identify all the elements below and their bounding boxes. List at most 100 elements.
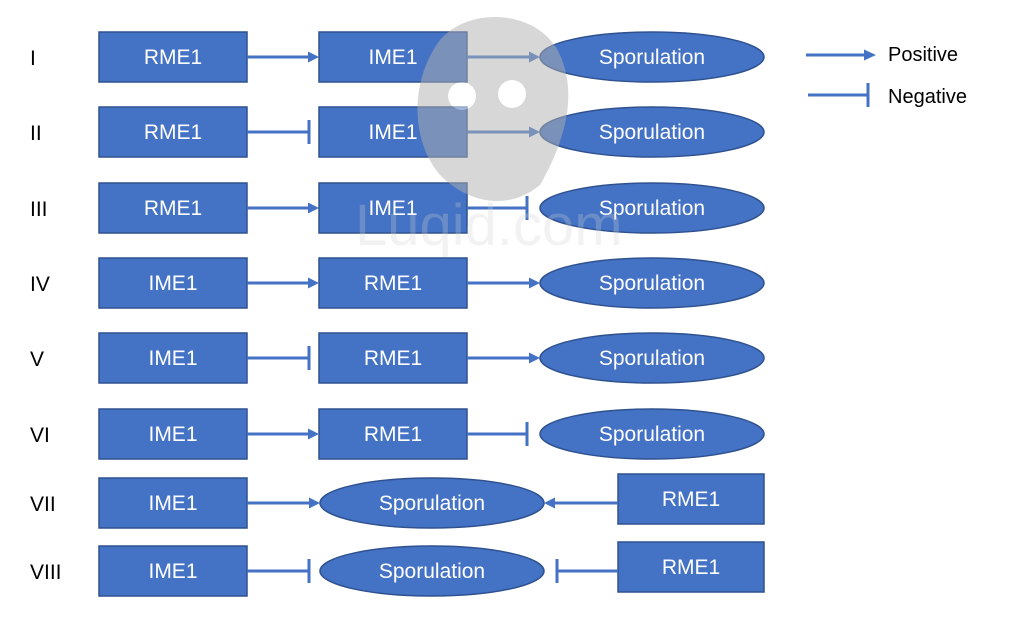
row-vii-node-3-label: RME1 [662, 488, 720, 511]
row-iv: IV IME1 RME1 Sporulation [30, 257, 765, 309]
legend-positive-label: Positive [888, 44, 958, 66]
legend-positive: Positive [806, 44, 958, 66]
row-iii-node-1: RME1 [98, 182, 248, 234]
row-iv-node-3: Sporulation [539, 257, 765, 309]
row-viii-label: VIII [30, 561, 62, 584]
row-vi-label: VI [30, 424, 50, 447]
row-vi: VI IME1 RME1 Sporulation [30, 408, 765, 460]
row-iv-node-1: IME1 [98, 257, 248, 309]
legend-negative: Negative [808, 83, 967, 108]
row-viii-node-1: IME1 [98, 545, 248, 597]
row-vi-edge-1 [247, 428, 319, 440]
row-v-node-2-label: RME1 [364, 347, 422, 370]
row-iv-node-1-label: IME1 [148, 272, 197, 295]
row-viii-node-3-shape [617, 541, 765, 593]
row-viii-edge-2 [555, 559, 618, 583]
row-vi-node-3-shape [539, 408, 765, 460]
row-v: V IME1 RME1 Sporulation [30, 332, 765, 384]
row-v-node-3-label: Sporulation [599, 347, 705, 370]
legend: Positive Negative [806, 44, 967, 108]
legend-negative-label: Negative [888, 86, 967, 108]
row-viii: VIII IME1 Sporulation RME1 [30, 541, 765, 597]
row-iii-edge-1-arrowhead [308, 202, 319, 214]
row-v-edge-2 [467, 352, 540, 364]
row-vii-edge-2 [544, 497, 618, 509]
row-v-edge-2-arrowhead [529, 352, 540, 364]
row-iv-node-3-label: Sporulation [599, 272, 705, 295]
row-iii-node-3-label: Sporulation [599, 197, 705, 220]
row-vi-edge-2 [467, 422, 529, 446]
row-iv-label: IV [30, 273, 50, 296]
row-i-edge-1-arrowhead [308, 51, 319, 63]
row-ii-node-3-label: Sporulation [599, 121, 705, 144]
row-ii-node-2-label: IME1 [368, 121, 417, 144]
row-ii-label: II [30, 122, 42, 145]
row-vi-node-1-label: IME1 [148, 423, 197, 446]
row-iii-node-3: Sporulation [539, 182, 765, 234]
row-iv-edge-2 [467, 277, 540, 289]
row-viii-node-1-label: IME1 [148, 560, 197, 583]
row-viii-node-2: Sporulation [319, 545, 545, 597]
row-iii-edge-1 [247, 202, 319, 214]
row-vi-node-3-label: Sporulation [599, 423, 705, 446]
row-viii-node-1-shape [98, 545, 248, 597]
row-vii-edge-1-arrowhead [309, 497, 320, 509]
row-iv-node-2-label: RME1 [364, 272, 422, 295]
watermark: Luqid.com [355, 17, 623, 258]
row-vii-node-3-shape [617, 473, 765, 525]
row-iii-node-2-label: IME1 [368, 197, 417, 220]
row-ii-node-3: Sporulation [539, 106, 765, 158]
row-i-node-3-label: Sporulation [599, 46, 705, 69]
legend-positive-arrowhead [864, 49, 876, 61]
row-vii-edge-1 [247, 497, 320, 509]
row-vii-node-1: IME1 [98, 477, 248, 529]
watermark-mascot-outline [417, 17, 569, 202]
row-vii: VII IME1 Sporulation RME1 [30, 473, 765, 529]
row-iv-edge-1 [247, 277, 319, 289]
row-ii-node-1-shape [98, 106, 248, 158]
row-i-node-1-shape [98, 31, 248, 83]
row-vii-node-3: RME1 [617, 473, 765, 525]
row-viii-edge-1 [247, 559, 311, 583]
row-iii-edge-2 [467, 196, 529, 220]
row-ii: II RME1 IME1 Sporulation [30, 106, 765, 158]
row-v-node-1-shape [98, 332, 248, 384]
row-vi-node-1-shape [98, 408, 248, 460]
row-vii-node-1-shape [98, 477, 248, 529]
row-iii-node-1-label: RME1 [144, 197, 202, 220]
row-i-node-1-label: RME1 [144, 46, 202, 69]
row-i-edge-1 [247, 51, 319, 63]
row-vii-node-2: Sporulation [319, 477, 545, 529]
row-v-label: V [30, 348, 44, 371]
row-v-node-2-shape [318, 332, 468, 384]
row-v-node-2: RME1 [318, 332, 468, 384]
row-iv-node-2-shape [318, 257, 468, 309]
row-vii-label: VII [30, 493, 56, 516]
row-viii-node-3: RME1 [617, 541, 765, 593]
row-vii-edge-2-arrowhead [544, 497, 555, 509]
row-vi-node-2-label: RME1 [364, 423, 422, 446]
row-vi-node-1: IME1 [98, 408, 248, 460]
watermark-mascot-eye-right [498, 80, 526, 108]
row-ii-edge-1 [247, 120, 311, 144]
row-vi-node-3: Sporulation [539, 408, 765, 460]
row-i-node-3: Sporulation [539, 31, 765, 83]
row-vi-node-2: RME1 [318, 408, 468, 460]
row-i-label: I [30, 47, 36, 70]
row-vi-edge-1-arrowhead [308, 428, 319, 440]
row-vii-node-2-label: Sporulation [379, 492, 485, 515]
row-viii-node-3-label: RME1 [662, 556, 720, 579]
row-ii-node-1: RME1 [98, 106, 248, 158]
row-v-node-1-label: IME1 [148, 347, 197, 370]
row-iv-node-1-shape [98, 257, 248, 309]
row-vii-node-1-label: IME1 [148, 492, 197, 515]
row-iv-edge-2-arrowhead [529, 277, 540, 289]
watermark-mascot-eye-left [448, 82, 476, 110]
row-viii-node-2-label: Sporulation [379, 560, 485, 583]
row-i-node-1: RME1 [98, 31, 248, 83]
row-iv-node-2: RME1 [318, 257, 468, 309]
watermark-text: Luqid.com [355, 193, 623, 258]
